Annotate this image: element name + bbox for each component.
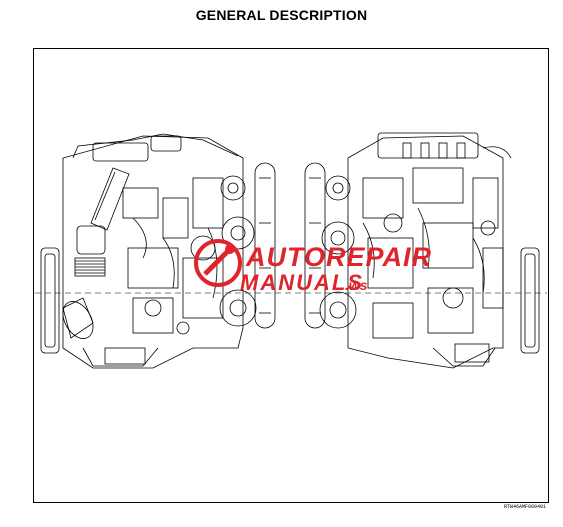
watermark-autorepair: AUTOREPAIR <box>246 242 433 272</box>
figure-id: RTW46AMF000401 <box>503 504 546 510</box>
watermark-manuals: MANUALS <box>240 270 364 295</box>
figure-frame <box>33 48 549 503</box>
watermark-logo <box>194 239 242 287</box>
engine-illustration <box>35 132 547 369</box>
page-title: GENERAL DESCRIPTION <box>195 7 368 23</box>
watermark-suffix: .ws <box>345 277 368 293</box>
engine-left-view <box>40 133 276 369</box>
engine-right-view <box>304 132 540 369</box>
